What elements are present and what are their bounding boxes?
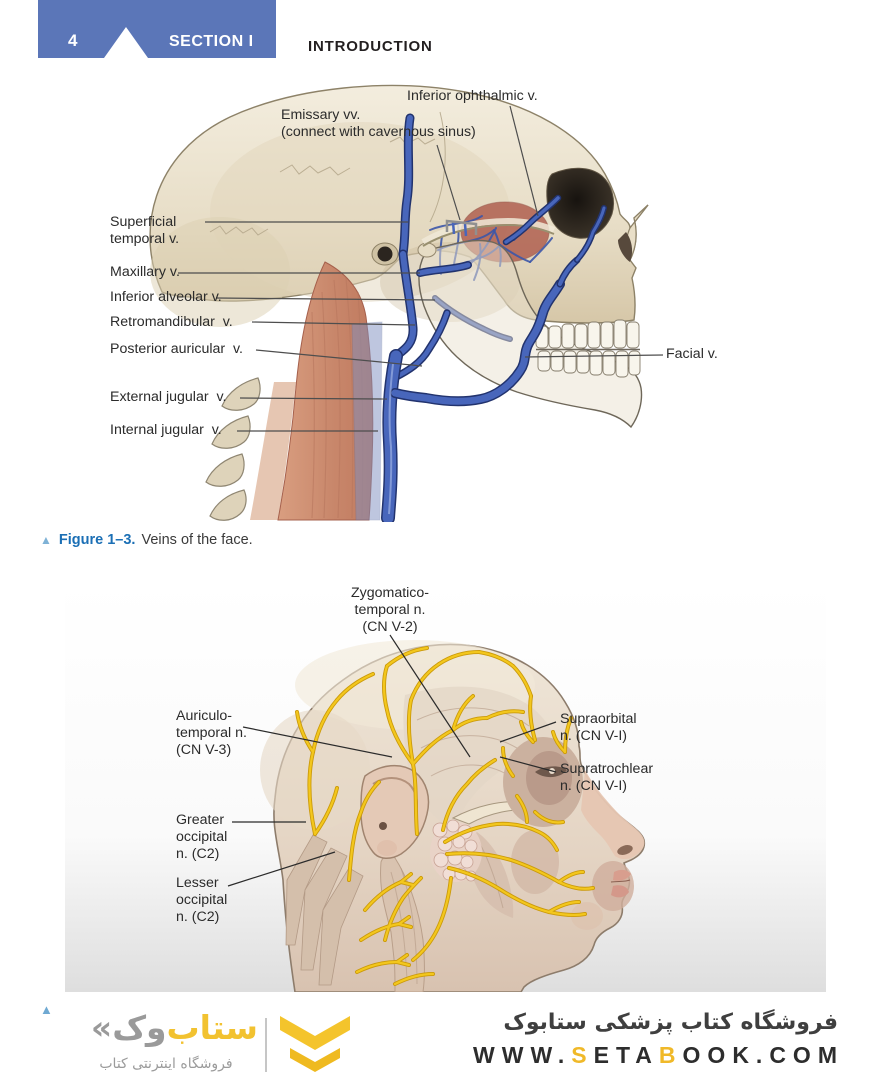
label-supratrochlear-n: Supratrochlear n. (CN V-I) xyxy=(560,761,654,794)
url-part: WWW. xyxy=(473,1042,572,1068)
ear-canal xyxy=(377,246,393,262)
chapter-title: INTRODUCTION xyxy=(308,38,433,55)
emissary-bracket xyxy=(445,219,478,235)
suture-line xyxy=(279,164,351,176)
zygomatic-arch-highlight xyxy=(421,217,556,245)
label-superficial-temporal-v: Superficial temporal v. xyxy=(110,214,180,247)
label-internal-jugular-v: Internal jugular v. xyxy=(110,422,222,438)
caption-triangle-icon: ▲ xyxy=(40,533,52,547)
figure1-leader-lines xyxy=(178,105,664,432)
page-number: 4 xyxy=(68,31,78,50)
deep-neck-muscle xyxy=(250,382,296,520)
buccal-muscle xyxy=(511,830,559,894)
label-facial-v: Facial v. xyxy=(666,346,718,362)
label-posterior-auricular-v: Posterior auricular v. xyxy=(110,341,243,357)
mouth-line xyxy=(610,879,631,883)
ear-canal-dot xyxy=(379,822,387,830)
label-zygomaticotemporal-n: Zygomatico- temporal n. (CN V-2) xyxy=(350,585,430,635)
label-emissary-vv: Emissary vv. (connect with cavernous sin… xyxy=(281,107,476,140)
label-lesser-occipital-n: Lesser occipital n. (C2) xyxy=(176,875,228,925)
occipital-region xyxy=(260,710,370,830)
figure2-leader-lines xyxy=(227,634,557,887)
logo-word-gray: وک xyxy=(112,1008,167,1047)
nasal-aperture xyxy=(618,232,633,262)
label-inferior-alveolar-v: Inferior alveolar v. xyxy=(110,289,222,305)
nose xyxy=(581,770,645,860)
figure1-caption-label: Figure 1–3. xyxy=(58,532,136,548)
mandible-condyle xyxy=(417,242,437,258)
url-part-yellow-b: B xyxy=(658,1042,683,1068)
url-part-yellow-s: S xyxy=(571,1042,594,1068)
orbit-inner xyxy=(526,751,572,805)
nerves-figure-illustration xyxy=(65,580,826,992)
label-retromandibular-v: Retromandibular v. xyxy=(110,314,233,330)
label-supraorbital-n: Supraorbital n. (CN V-I) xyxy=(560,711,637,744)
url-part: OOK.COM xyxy=(682,1042,844,1068)
ear-lobe xyxy=(377,840,397,856)
internal-jugular-vein xyxy=(351,321,383,521)
chin xyxy=(571,902,603,930)
setabook-logo: « وک ستاب فروشگاه اینترنتی کتاب xyxy=(70,1008,360,1078)
logo-subtitle: فروشگاه اینترنتی کتاب xyxy=(99,1056,233,1072)
lower-lip xyxy=(611,885,629,898)
setabook-logo-wordmark: « وک ستاب xyxy=(82,1008,258,1047)
upper-lip xyxy=(613,869,631,881)
cervical-vertebrae xyxy=(205,377,261,521)
footer-tagline: فروشگاه کتاب پزشکی ستابوک xyxy=(503,1010,838,1035)
label-external-jugular-v: External jugular v. xyxy=(110,389,227,405)
suture-line xyxy=(209,225,269,236)
logo-chevron-emblem xyxy=(280,1016,350,1072)
url-part: ETA xyxy=(593,1042,659,1068)
occipital-shading xyxy=(150,217,290,327)
nostril xyxy=(617,845,633,855)
figure1-caption: ▲ Figure 1–3. Veins of the face. xyxy=(40,532,253,548)
section-banner: 4 SECTION I xyxy=(38,0,276,58)
label-inferior-ophthalmic-v: Inferior ophthalmic v. xyxy=(407,88,538,104)
upper-teeth xyxy=(535,319,640,349)
label-maxillary-v: Maxillary v. xyxy=(110,264,180,280)
figure1-caption-text: Veins of the face. xyxy=(141,532,253,548)
footer-triangle-icon: ▲ xyxy=(40,1002,53,1017)
logo-divider xyxy=(265,1018,267,1072)
logo-word-yellow: ستاب xyxy=(166,1008,258,1047)
label-greater-occipital-n: Greater occipital n. (C2) xyxy=(176,812,228,862)
section-title: SECTION I xyxy=(169,33,254,50)
banner-notch-triangle xyxy=(104,27,148,58)
zygomatic-arch xyxy=(422,223,555,247)
veins-figure-illustration xyxy=(149,84,664,522)
logo-chevron-mark: « xyxy=(90,1008,113,1047)
facial-veins xyxy=(388,118,604,518)
label-auriculotemporal-n: Auriculo- temporal n. (CN V-3) xyxy=(176,708,247,758)
website-url: WWW.SETABOOK.COM xyxy=(473,1042,844,1069)
emissary-veins xyxy=(451,221,468,237)
